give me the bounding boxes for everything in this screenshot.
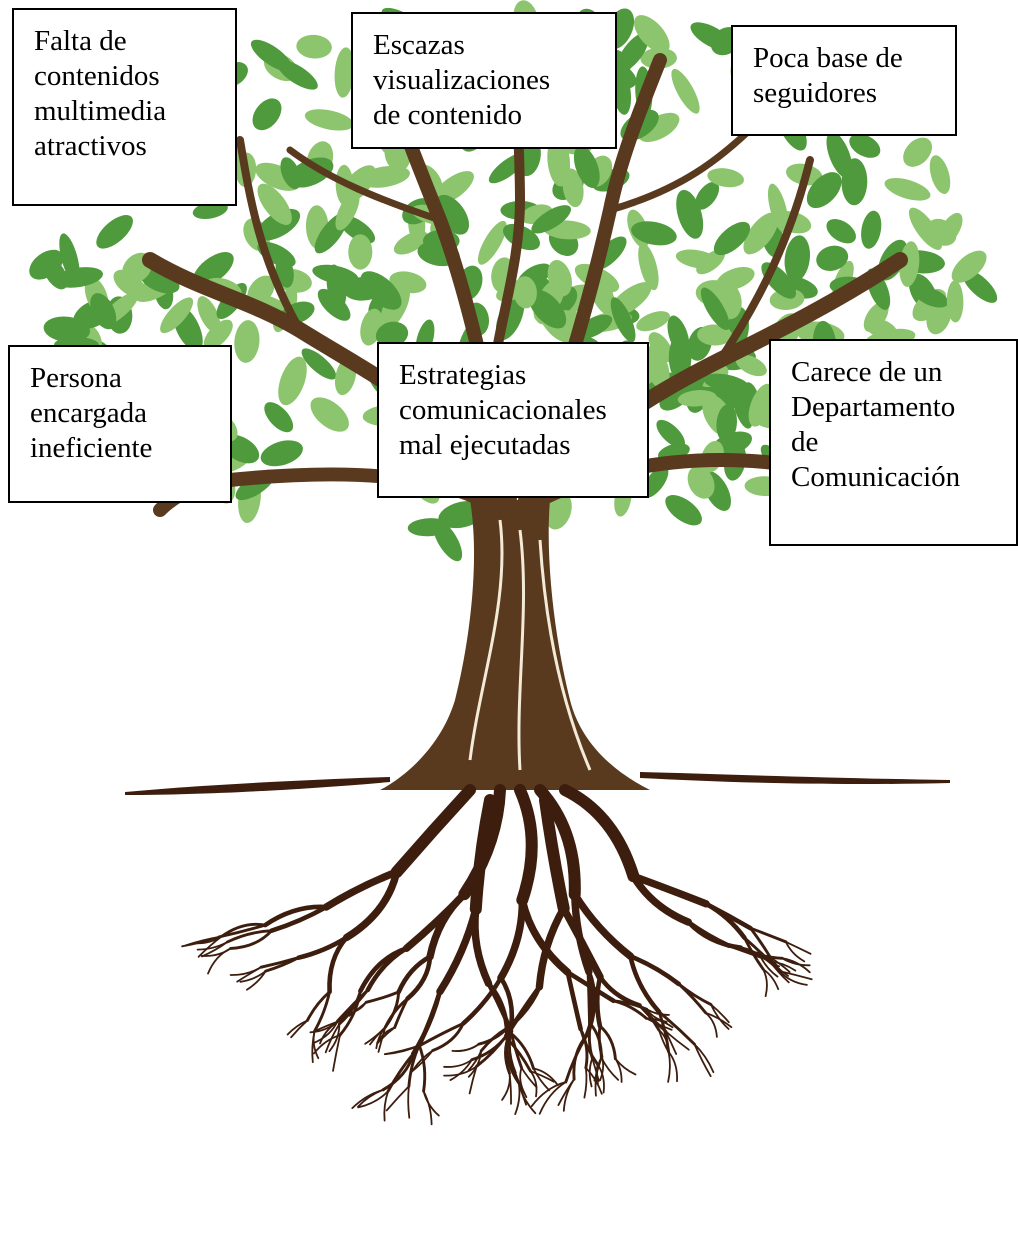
leaf-shape: [304, 391, 355, 439]
label-box-escazas-visualizaciones: Escazas visualizaciones de contenido: [351, 12, 617, 149]
root-strand: [384, 1091, 388, 1121]
leaf-shape: [233, 319, 262, 364]
root-strand: [539, 908, 563, 987]
root-strand: [763, 969, 767, 996]
root-strand: [597, 977, 600, 1026]
root-strand: [231, 967, 262, 975]
root-strand: [590, 1058, 593, 1086]
leaf-shape: [258, 436, 307, 471]
leaf-shape: [858, 209, 884, 250]
leaf-shape: [91, 209, 139, 255]
root-strand: [520, 790, 532, 900]
root-strand: [564, 1079, 574, 1111]
root-strand: [515, 1083, 519, 1114]
root-strand: [599, 1026, 602, 1057]
label-box-estrategias: Estrategias comunicacionales mal ejecuta…: [377, 342, 649, 498]
tree-roots: [182, 790, 812, 1124]
label-box-persona-encargada: Persona encargada ineficiente: [8, 345, 232, 503]
root-strand: [397, 790, 470, 872]
leaf-shape: [666, 65, 705, 117]
root-strand: [786, 942, 804, 962]
root-strand: [457, 1044, 479, 1051]
leaf-shape: [247, 93, 288, 136]
root-strand: [475, 909, 489, 983]
root-strand: [419, 1045, 425, 1091]
root-strand: [501, 900, 522, 978]
leaf-shape: [259, 397, 298, 437]
root-strand: [408, 1086, 409, 1118]
root-strand: [694, 1044, 713, 1072]
leaf-shape: [634, 307, 673, 335]
leaf-shape: [303, 105, 355, 134]
leaf-shape: [822, 214, 860, 248]
leaf-shape: [348, 234, 372, 269]
root-strand: [502, 1073, 510, 1100]
root-strand: [584, 1068, 586, 1098]
tree-trunk: [380, 500, 650, 790]
leaf-shape: [926, 153, 954, 196]
root-strand: [182, 937, 219, 946]
root-strand: [366, 992, 399, 1002]
leaf-shape: [296, 34, 333, 60]
label-box-poca-base: Poca base de seguidores: [731, 25, 957, 136]
root-strand: [668, 1052, 670, 1082]
leaf-shape: [882, 173, 933, 205]
label-box-falta-contenidos: Falta de contenidos multimedia atractivo…: [12, 8, 237, 206]
label-box-carece-departamento: Carece de un Departamento de Comunicació…: [769, 339, 1018, 546]
